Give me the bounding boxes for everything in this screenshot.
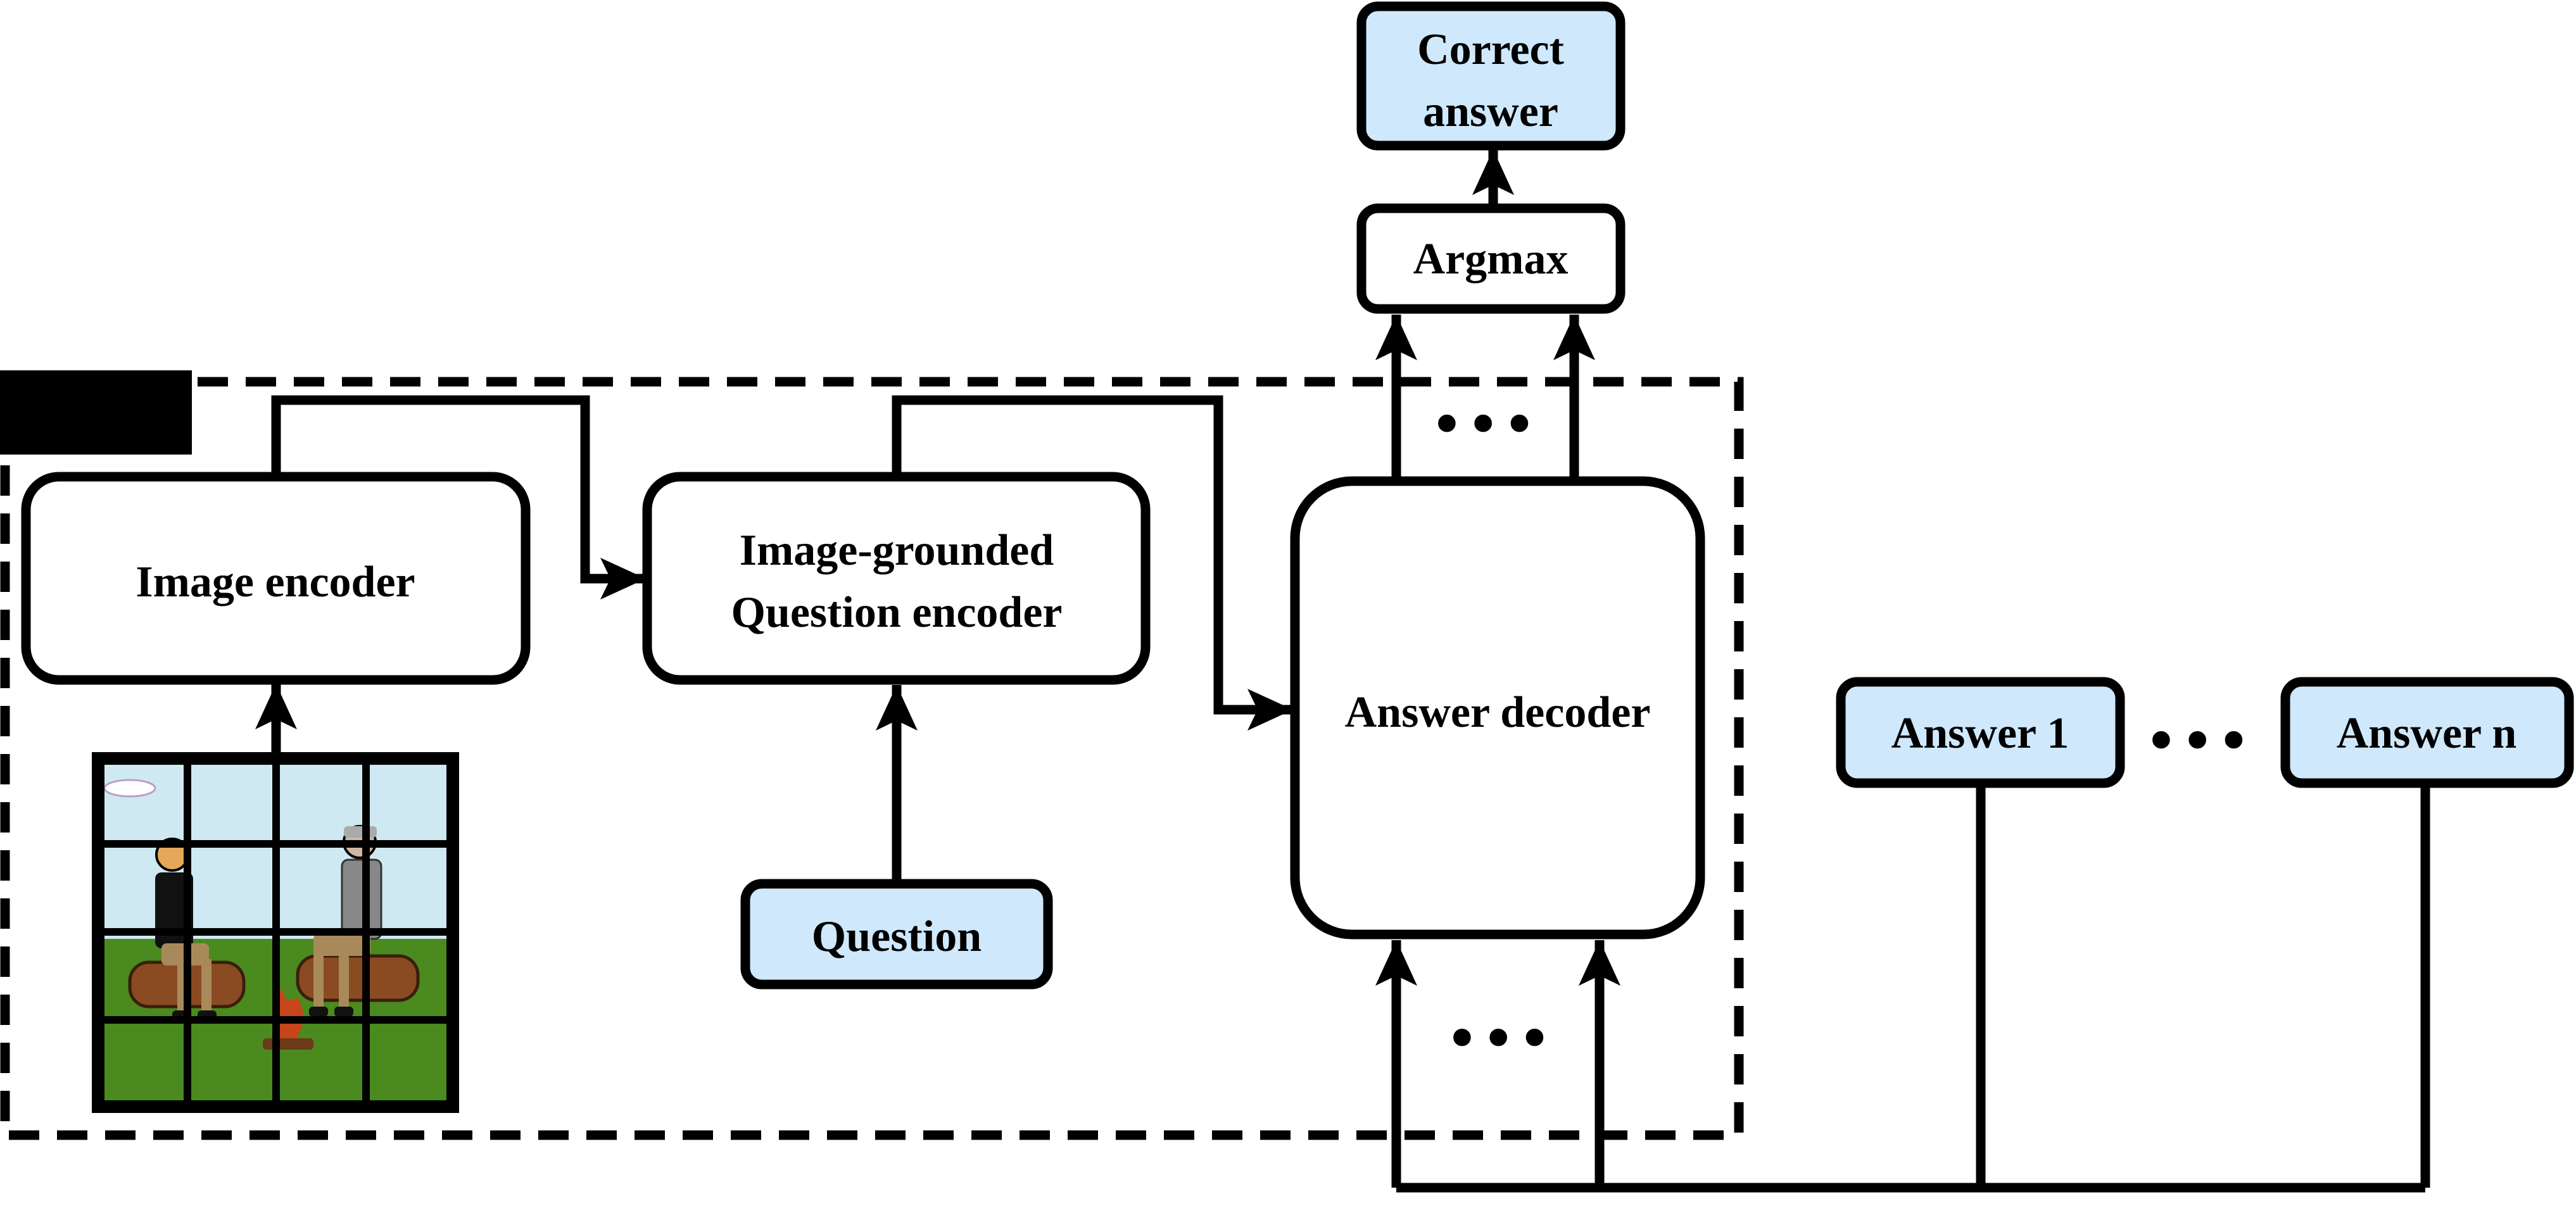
question-node: Question	[740, 879, 1053, 990]
ellipsis-answers: …	[2144, 651, 2251, 770]
arrow-encoder-to-decoder	[892, 395, 1293, 731]
answers-bus	[1396, 788, 2430, 1193]
cloud	[103, 779, 156, 798]
ellipsis-outputs: …	[1429, 335, 1537, 454]
correct-answer-node: Correct answer	[1356, 1, 1626, 151]
answer-decoder-node: Answer decoder	[1290, 476, 1705, 940]
image-thumbnail	[92, 752, 459, 1113]
patch-grid	[92, 752, 459, 1113]
correct-answer-label-line1: Correct	[1417, 25, 1564, 74]
ellipsis-inputs: …	[1444, 949, 1552, 1068]
question-encoder-node: Image-grounded Question encoder	[642, 472, 1151, 685]
correct-answer-label-line2: answer	[1423, 87, 1558, 136]
answer-1-node: Answer 1	[1836, 677, 2125, 788]
question-encoder-label-line2: Question encoder	[731, 588, 1062, 637]
argmax-node: Argmax	[1356, 203, 1626, 314]
blip-label-box	[0, 370, 192, 455]
answer-decoder-label: Answer decoder	[1345, 688, 1651, 737]
answer-n-node: Answer n	[2280, 677, 2574, 788]
answer-1-label: Answer 1	[1891, 709, 2069, 758]
argmax-label: Argmax	[1413, 235, 1569, 284]
connectors	[255, 149, 2430, 1193]
answer-n-label: Answer n	[2337, 709, 2517, 758]
blip-container	[0, 377, 1744, 1140]
blip-label: BLIP	[42, 387, 145, 436]
image-encoder-node: Image encoder	[21, 472, 531, 685]
question-label: Question	[812, 912, 982, 961]
question-encoder-label-line1: Image-grounded	[740, 526, 1054, 575]
arrow-image-to-question-encoder	[271, 395, 646, 600]
image-encoder-label: Image encoder	[136, 558, 415, 606]
